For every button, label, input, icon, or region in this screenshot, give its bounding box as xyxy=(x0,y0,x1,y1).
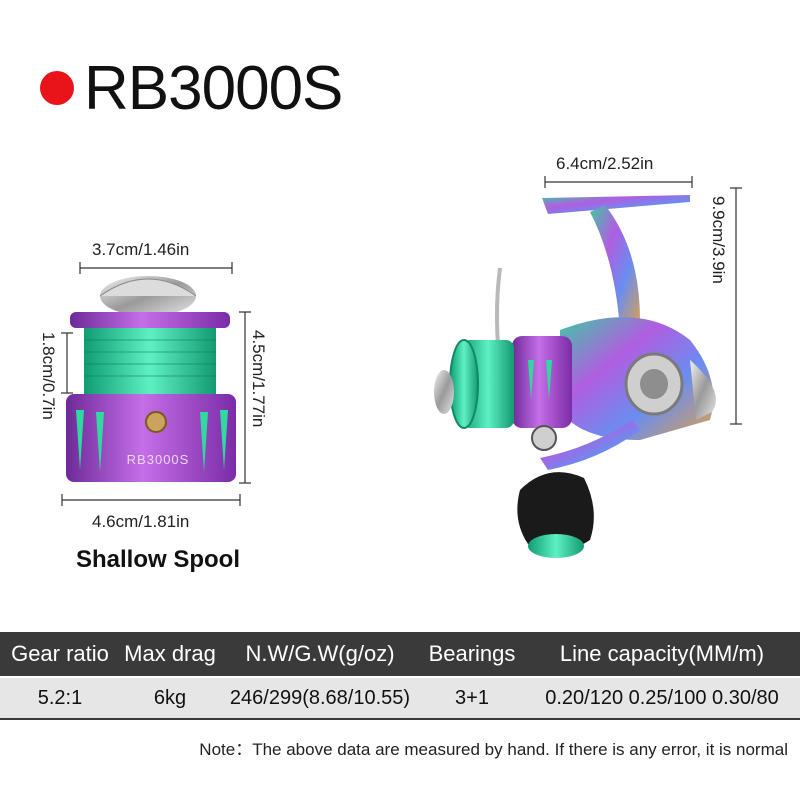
shallow-spool-image: RB3000S xyxy=(66,276,236,482)
specs-header-row: Gear ratio Max drag N.W/G.W(g/oz) Bearin… xyxy=(0,632,800,678)
title-row: RB3000S xyxy=(40,48,343,128)
spool-caption: Shallow Spool xyxy=(75,546,240,573)
header-weight: N.W/G.W(g/oz) xyxy=(220,632,420,678)
reel-width-label: 6.4cm/2.52in xyxy=(556,154,654,173)
header-gear-ratio: Gear ratio xyxy=(0,632,120,678)
header-max-drag: Max drag xyxy=(120,632,220,678)
product-artwork: RB3000S xyxy=(61,176,742,558)
spool-bottom-width-label: 4.6cm/1.81in xyxy=(92,512,190,531)
red-dot-icon xyxy=(40,71,74,105)
measurement-note: Note：The above data are measured by hand… xyxy=(199,740,788,759)
value-weight: 246/299(8.68/10.55) xyxy=(220,677,420,720)
specs-table: Gear ratio Max drag N.W/G.W(g/oz) Bearin… xyxy=(0,632,800,720)
header-bearings: Bearings xyxy=(420,632,524,678)
spool-line-depth-label: 1.8cm/0.7in xyxy=(39,332,58,420)
spool-top-width-label: 3.7cm/1.46in xyxy=(92,240,190,259)
value-bearings: 3+1 xyxy=(420,677,524,720)
header-line-capacity: Line capacity(MM/m) xyxy=(524,632,800,678)
value-max-drag: 6kg xyxy=(120,677,220,720)
spool-height-label: 4.5cm/1.77in xyxy=(249,330,268,428)
reel-dimension-lines xyxy=(544,176,742,425)
value-gear-ratio: 5.2:1 xyxy=(0,677,120,720)
value-line-capacity: 0.20/120 0.25/100 0.30/80 xyxy=(524,677,800,720)
spool-dimension-lines xyxy=(61,262,251,506)
spool-engraving: RB3000S xyxy=(127,452,190,467)
reel-height-label: 9.9cm/3.9in xyxy=(709,196,728,284)
specs-value-row: 5.2:1 6kg 246/299(8.68/10.55) 3+1 0.20/1… xyxy=(0,677,800,720)
spinning-reel-image xyxy=(434,195,716,558)
model-title: RB3000S xyxy=(84,53,343,123)
